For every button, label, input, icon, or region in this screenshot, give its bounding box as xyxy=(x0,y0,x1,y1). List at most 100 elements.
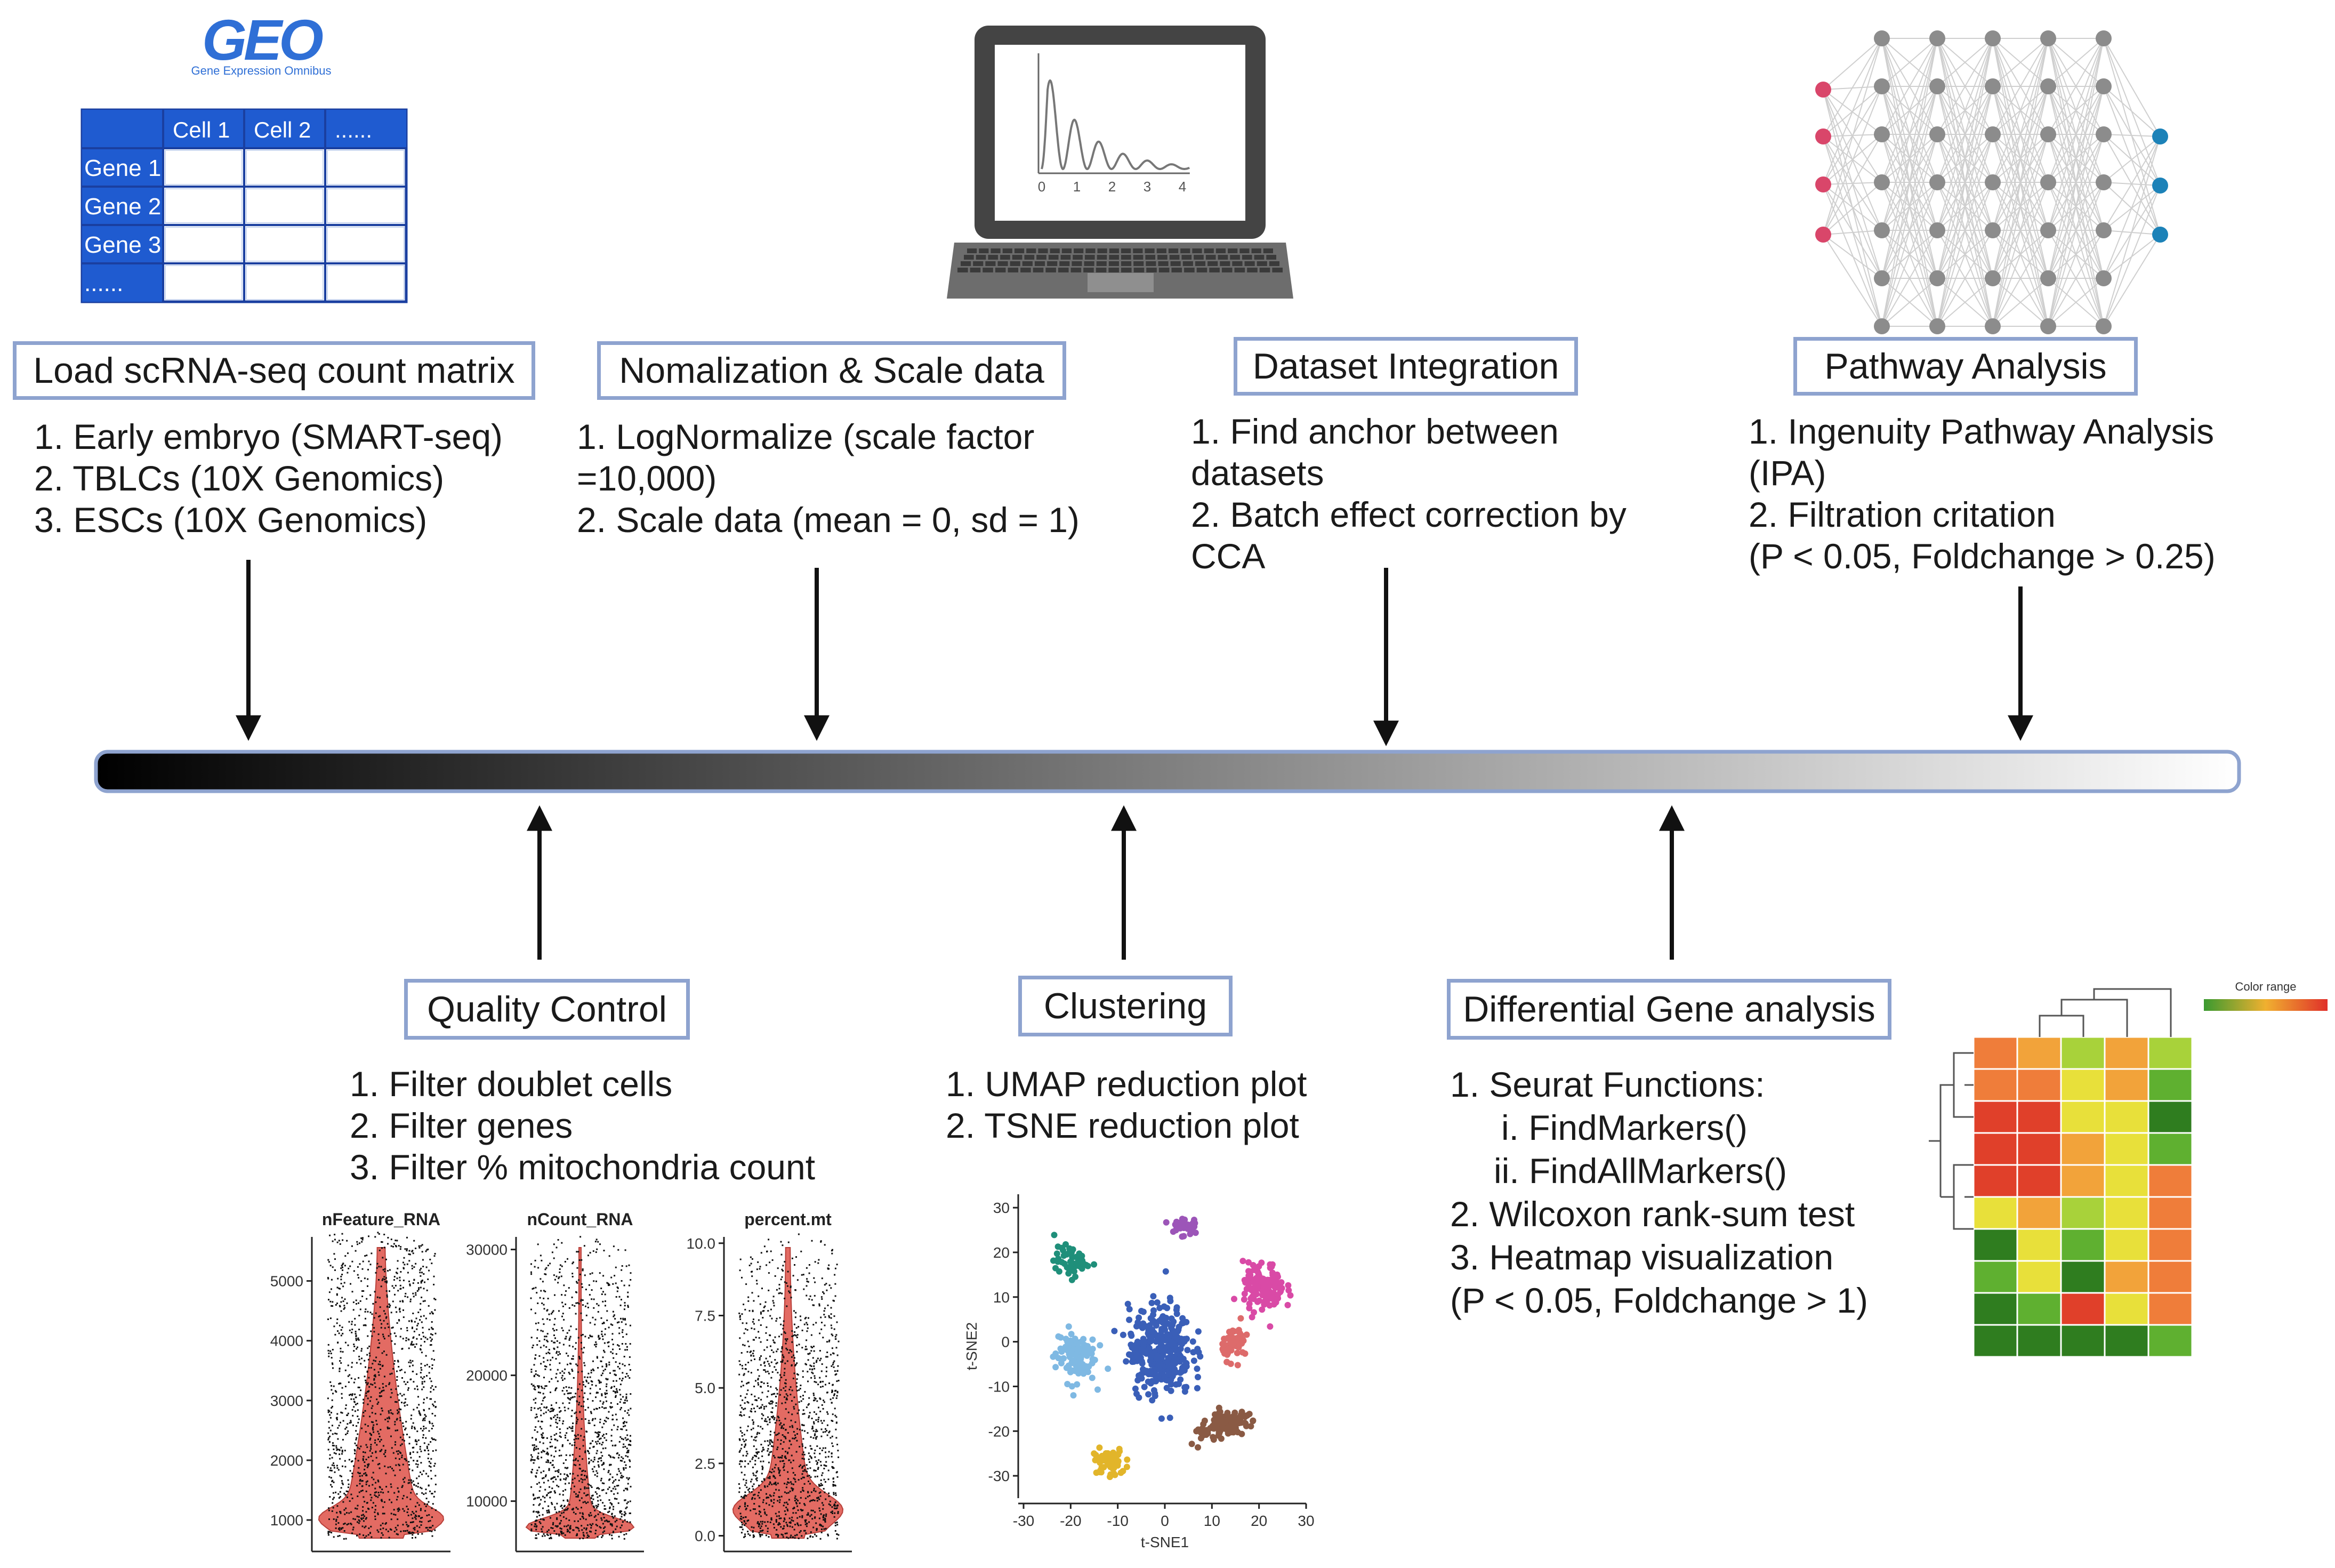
violin-point xyxy=(385,1385,387,1387)
violin-point xyxy=(810,1476,812,1478)
violin-point xyxy=(532,1437,534,1439)
violin-point xyxy=(834,1524,836,1526)
violin-point xyxy=(821,1298,823,1300)
violin-point xyxy=(574,1485,575,1487)
violin-point xyxy=(588,1484,590,1486)
violin-point xyxy=(788,1388,791,1390)
violin-point xyxy=(374,1374,376,1376)
violin-point xyxy=(620,1476,622,1478)
violin-point xyxy=(351,1366,353,1368)
violin-point xyxy=(818,1259,820,1261)
violin-point xyxy=(819,1461,822,1463)
violin-point xyxy=(410,1492,412,1494)
violin-point xyxy=(772,1296,775,1298)
violin-point xyxy=(823,1400,825,1402)
violin-point xyxy=(340,1357,342,1359)
violin-point xyxy=(391,1447,393,1449)
violin-point xyxy=(826,1429,828,1432)
violin-point xyxy=(328,1509,330,1511)
violin-point xyxy=(552,1310,554,1312)
violin-point xyxy=(750,1428,752,1430)
screen-chart-tick-label: 0 xyxy=(1038,179,1045,195)
violin-point xyxy=(583,1384,585,1386)
violin-point xyxy=(390,1483,392,1485)
violin-point xyxy=(427,1278,429,1280)
violin-point xyxy=(743,1478,745,1481)
violin-point xyxy=(397,1508,399,1510)
violin-point xyxy=(403,1510,405,1512)
violin-point xyxy=(611,1406,613,1408)
violin-point xyxy=(621,1460,623,1462)
violin-point xyxy=(832,1484,834,1485)
violin-point xyxy=(364,1537,366,1539)
violin-point xyxy=(575,1393,577,1395)
violin-point xyxy=(758,1432,760,1434)
violin-point xyxy=(835,1428,837,1430)
violin-point xyxy=(608,1470,610,1471)
violin-point xyxy=(768,1504,770,1506)
violin-point xyxy=(783,1424,785,1426)
violin-point xyxy=(340,1267,342,1269)
violin-point xyxy=(430,1387,432,1389)
violin-point xyxy=(354,1452,356,1454)
violin-point xyxy=(599,1400,601,1402)
violin-point xyxy=(571,1263,574,1265)
keyboard-key xyxy=(1254,255,1265,260)
violin-point xyxy=(794,1421,796,1423)
violin-point xyxy=(408,1482,410,1484)
violin-point xyxy=(624,1305,626,1307)
violin-point xyxy=(751,1394,753,1396)
violin-point xyxy=(753,1355,755,1357)
violin-point xyxy=(801,1473,803,1475)
violin-point xyxy=(338,1497,340,1499)
violin-point xyxy=(743,1373,745,1375)
violin-point xyxy=(390,1396,392,1398)
violin-point xyxy=(566,1474,568,1476)
violin-point xyxy=(829,1500,831,1502)
violin-point xyxy=(811,1299,813,1301)
violin-point xyxy=(402,1301,404,1303)
violin-point xyxy=(571,1430,574,1432)
violin-point xyxy=(374,1442,376,1444)
violin-point xyxy=(747,1389,749,1392)
violin-point xyxy=(559,1417,561,1419)
violin-point xyxy=(401,1402,402,1404)
violin-point xyxy=(550,1537,552,1539)
violin-point xyxy=(838,1340,840,1342)
violin-point xyxy=(547,1352,550,1354)
violin-point xyxy=(813,1362,815,1364)
violin-point xyxy=(554,1278,556,1281)
violin-point xyxy=(411,1425,413,1427)
violin-point xyxy=(617,1426,619,1428)
violin-point xyxy=(742,1368,744,1370)
violin-point xyxy=(404,1296,406,1297)
violin-point xyxy=(396,1272,397,1274)
violin-point xyxy=(744,1533,746,1535)
violin-point xyxy=(815,1437,817,1439)
violin-point xyxy=(826,1289,828,1291)
violin-point xyxy=(602,1502,604,1504)
violin-point xyxy=(795,1364,797,1365)
violin-point xyxy=(340,1362,342,1364)
violin-point xyxy=(387,1237,389,1239)
violin-point xyxy=(380,1413,382,1416)
table-cell xyxy=(327,227,405,262)
violin-point xyxy=(335,1453,337,1455)
violin-point xyxy=(624,1461,626,1463)
violin-point xyxy=(398,1366,400,1368)
violin-tick-label: 2.5 xyxy=(695,1456,715,1472)
violin-point xyxy=(378,1374,380,1376)
network-edge xyxy=(1992,230,2049,327)
violin-point xyxy=(627,1409,630,1411)
violin-point xyxy=(537,1533,540,1535)
violin-point xyxy=(585,1305,586,1307)
violin-point xyxy=(342,1483,344,1485)
violin-point xyxy=(328,1437,330,1439)
violin-point xyxy=(548,1511,550,1514)
violin-point xyxy=(836,1380,838,1382)
violin-point xyxy=(834,1295,836,1297)
violin-point xyxy=(594,1241,597,1243)
violin-point xyxy=(343,1509,345,1511)
violin-point xyxy=(752,1353,754,1355)
violin-point xyxy=(565,1517,567,1519)
